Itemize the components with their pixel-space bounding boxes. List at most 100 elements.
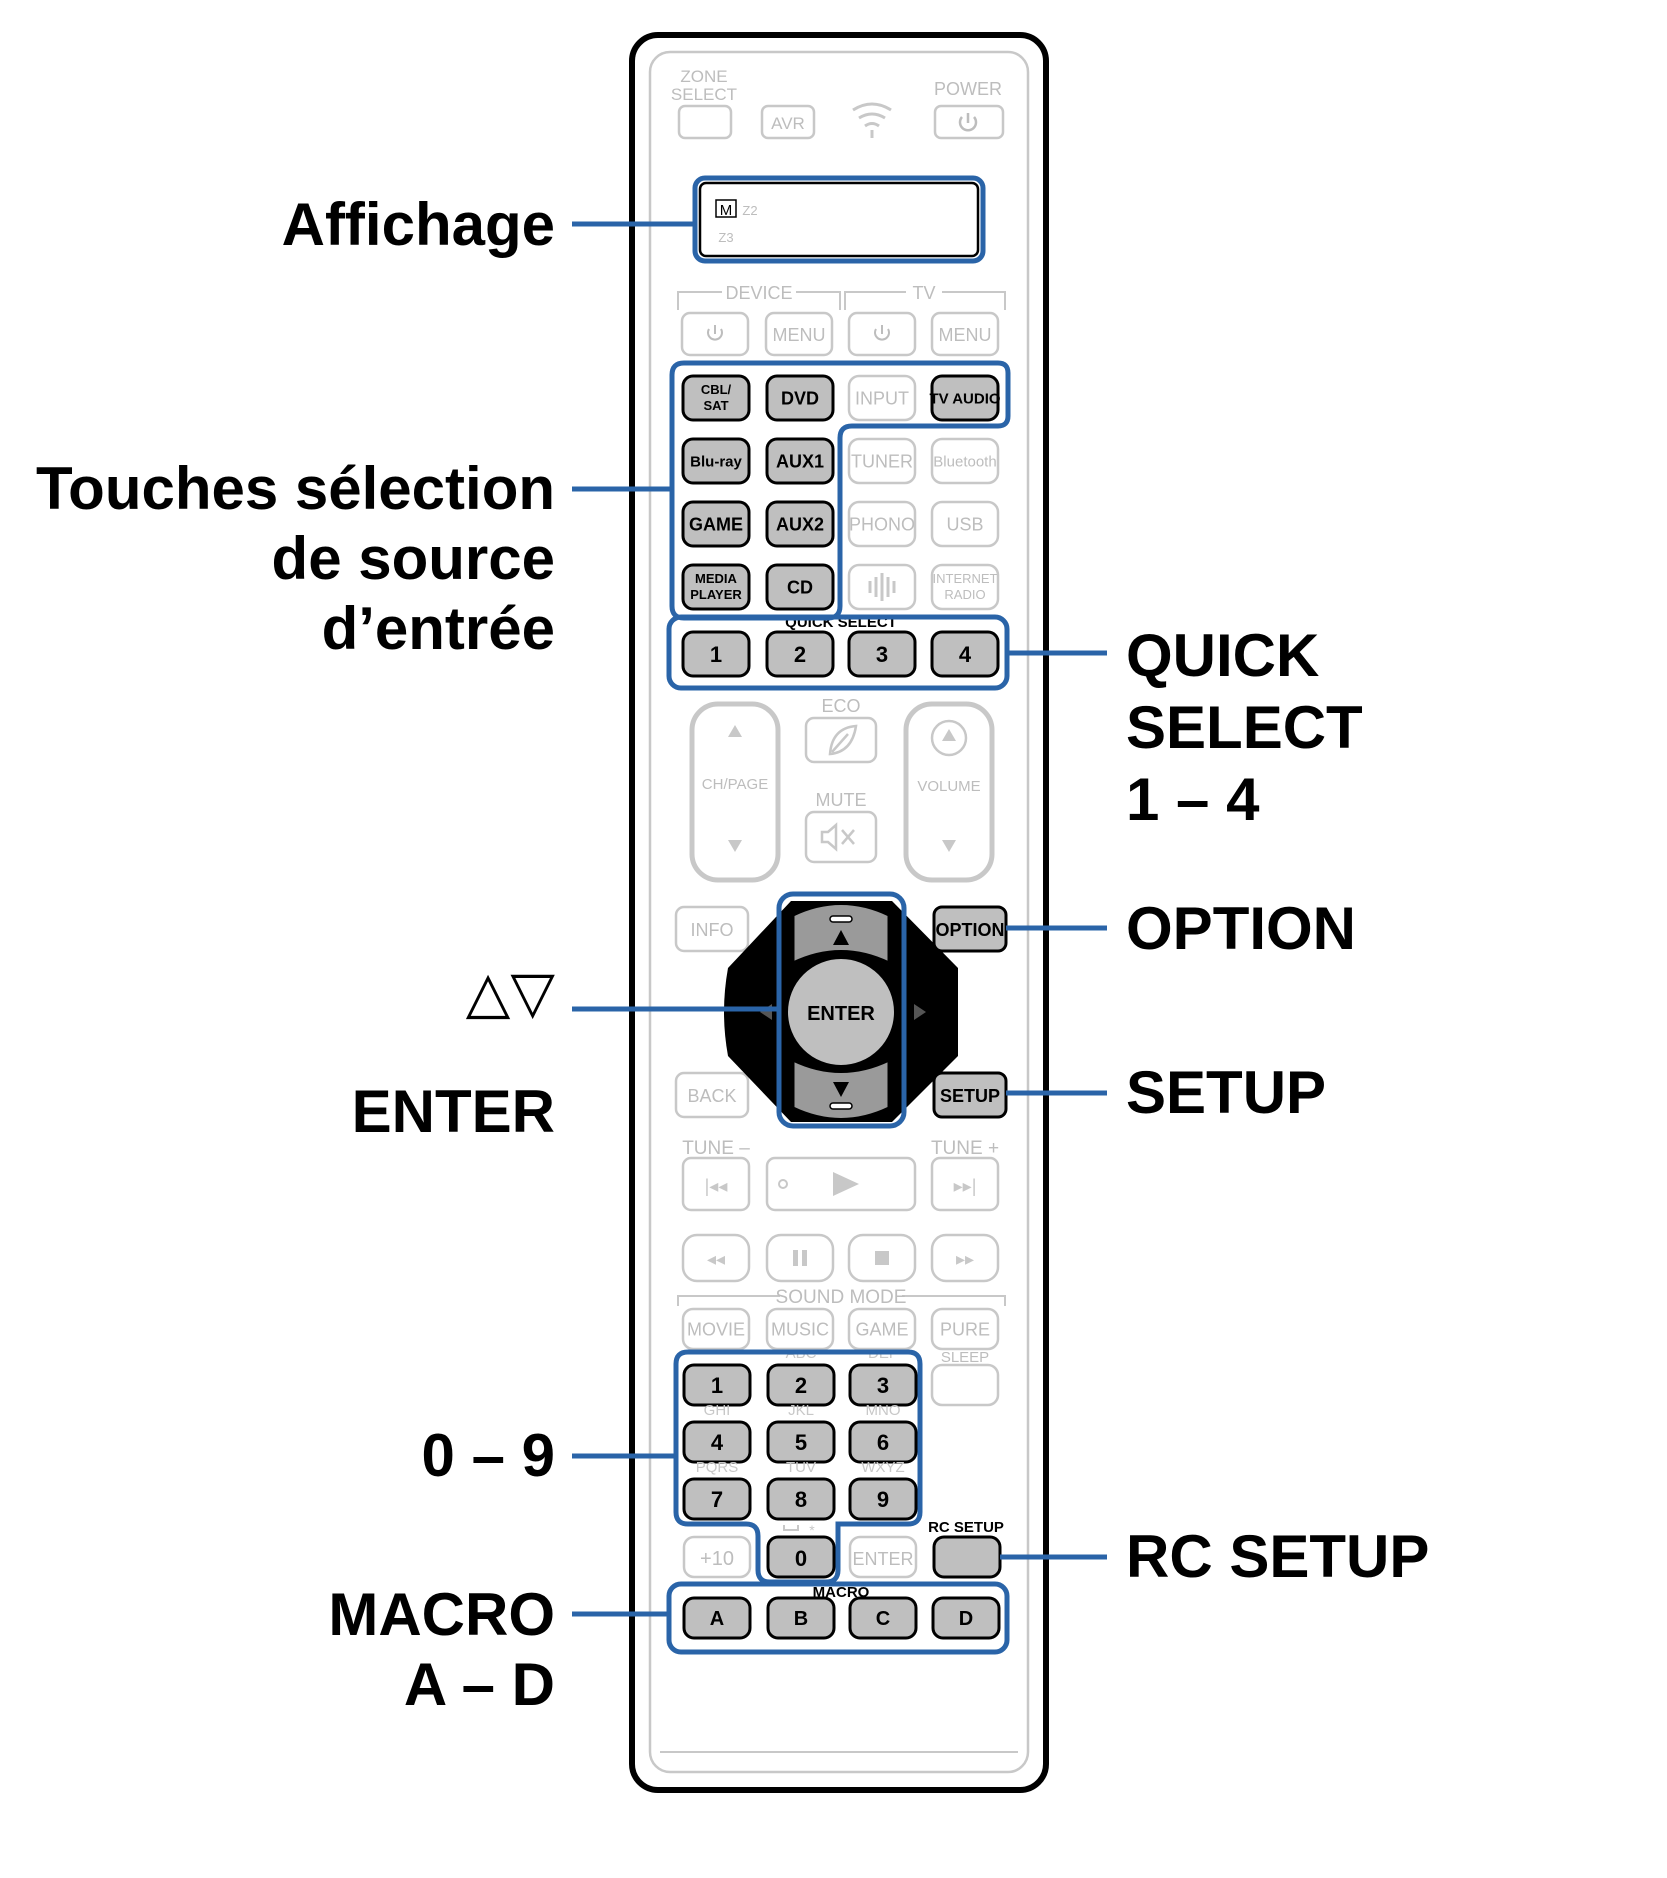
numpad-enter-button[interactable]	[848, 1535, 918, 1579]
up-arrow-icon	[833, 930, 849, 945]
source-key-3-4-label: USB	[946, 514, 983, 534]
label-rc-setup-text: RC SETUP	[1126, 1523, 1430, 1590]
sound-mode-pure-label: PURE	[940, 1319, 990, 1339]
enter-button[interactable]	[784, 955, 898, 1069]
numpad-letters-ghi: GHI	[704, 1402, 731, 1419]
source-key-4-4-label-1: INTERNET	[933, 571, 998, 586]
highlight-frames	[666, 175, 1011, 1655]
sleep-button[interactable]	[930, 1363, 1000, 1407]
cursor-up-button[interactable]	[791, 902, 891, 966]
source-key-2-4-label: Bluetooth	[933, 453, 996, 470]
numpad-4[interactable]	[682, 1420, 752, 1464]
source-key-2-4[interactable]	[930, 437, 1000, 485]
source-key-4-4[interactable]	[930, 563, 1000, 611]
info-label: INFO	[691, 920, 734, 940]
back-label: BACK	[687, 1086, 736, 1106]
source-key-1-3[interactable]	[847, 374, 917, 422]
source-key-3-3[interactable]	[847, 500, 917, 548]
label-macro-line2: A – D	[403, 1651, 555, 1718]
device-menu-button[interactable]	[764, 311, 834, 357]
sound-mode-frame	[677, 1295, 1006, 1306]
macro-c[interactable]	[848, 1596, 918, 1640]
skip-forward-button[interactable]	[930, 1156, 1000, 1212]
display-highlight	[692, 175, 986, 264]
quick-select-3[interactable]	[847, 630, 917, 678]
quick-select-2[interactable]	[765, 630, 835, 678]
ch-page-label: CH/PAGE	[702, 776, 768, 793]
quick-select-4-label: 4	[959, 642, 972, 667]
tv-menu-button[interactable]	[930, 311, 1000, 357]
numpad-2-label: 2	[795, 1373, 807, 1398]
avr-button[interactable]	[760, 104, 816, 140]
label-macro: MACRO A – D	[250, 1580, 555, 1720]
cursor-down-button[interactable]	[791, 1057, 891, 1121]
numpad-1[interactable]	[682, 1363, 752, 1407]
macro-d[interactable]	[931, 1596, 1001, 1640]
sound-mode-game[interactable]	[847, 1307, 917, 1351]
stop-icon	[875, 1251, 889, 1265]
sound-mode-music[interactable]	[765, 1307, 835, 1351]
label-affichage-text: Affichage	[281, 191, 555, 258]
numpad-9[interactable]	[848, 1477, 918, 1521]
source-key-4-2[interactable]	[765, 563, 835, 611]
back-button[interactable]	[674, 1071, 750, 1119]
rc-setup-key-label: RC SETUP	[928, 1519, 1004, 1536]
source-key-4-1-label-1: MEDIA	[695, 571, 738, 586]
tune-plus-label: TUNE +	[931, 1138, 999, 1159]
macro-a[interactable]	[682, 1596, 752, 1640]
numpad-3[interactable]	[848, 1363, 918, 1407]
star-glyph: *	[809, 1522, 815, 1538]
quick-select-4[interactable]	[930, 630, 1000, 678]
skip-back-button[interactable]	[681, 1156, 751, 1212]
zero-button[interactable]	[766, 1535, 836, 1579]
sound-mode-pure[interactable]	[930, 1307, 1000, 1351]
numpad-5-label: 5	[795, 1430, 807, 1455]
volume-rocker[interactable]	[903, 701, 995, 883]
rc-setup-button[interactable]	[932, 1535, 1002, 1579]
source-key-3-2[interactable]	[765, 500, 835, 548]
pause-button[interactable]	[765, 1233, 835, 1283]
source-key-2-1[interactable]	[681, 437, 751, 485]
label-cursor-symbols: △▽	[465, 958, 555, 1026]
source-key-2-3[interactable]	[847, 437, 917, 485]
quick-select-1[interactable]	[681, 630, 751, 678]
mute-button[interactable]	[804, 810, 878, 864]
source-key-1-2[interactable]	[765, 374, 835, 422]
display-z3: Z3	[718, 230, 733, 245]
numpad-letters-tuv: TUV	[786, 1459, 816, 1476]
numpad-7[interactable]	[682, 1477, 752, 1521]
source-key-3-4[interactable]	[930, 500, 1000, 548]
macro-b[interactable]	[766, 1596, 836, 1640]
zone-select-button[interactable]	[677, 104, 733, 140]
sound-mode-movie[interactable]	[681, 1307, 751, 1351]
skip-forward-icon: ▸▸|	[954, 1176, 977, 1196]
source-key-2-2[interactable]	[765, 437, 835, 485]
ch-page-rocker[interactable]	[689, 701, 781, 883]
label-quick-line3: 1 – 4	[1126, 766, 1260, 833]
numpad-5[interactable]	[766, 1420, 836, 1464]
rewind-button[interactable]	[681, 1233, 751, 1283]
numpad-2[interactable]	[766, 1363, 836, 1407]
zone-select-label-2: SELECT	[671, 85, 737, 104]
numpad-4-label: 4	[711, 1430, 724, 1455]
source-key-1-1[interactable]	[681, 374, 751, 422]
enter-button-label: ENTER	[807, 1003, 875, 1025]
device-tv-frame	[677, 291, 1006, 310]
source-key-4-1[interactable]	[681, 563, 751, 611]
macro-a-label: A	[710, 1608, 724, 1630]
source-key-4-4-label-2: RADIO	[944, 587, 985, 602]
numpad-6[interactable]	[848, 1420, 918, 1464]
sleep-label: SLEEP	[941, 1349, 989, 1366]
numpad-8[interactable]	[766, 1477, 836, 1521]
macro-c-label: C	[876, 1608, 890, 1630]
pause-icon	[793, 1250, 807, 1266]
fast-forward-button[interactable]	[930, 1233, 1000, 1283]
source-key-1-4[interactable]	[930, 374, 1000, 422]
source-key-3-1[interactable]	[681, 500, 751, 548]
mute-icon	[820, 822, 855, 852]
info-button[interactable]	[674, 905, 750, 953]
plus10-button[interactable]	[682, 1535, 752, 1579]
